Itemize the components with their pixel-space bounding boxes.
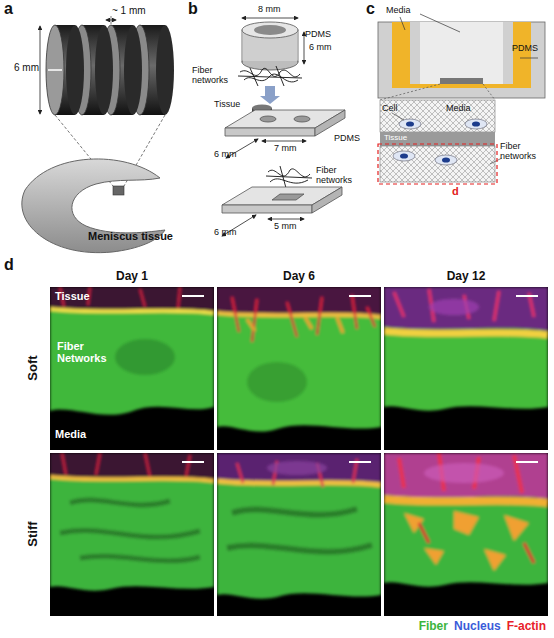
dimension-label: 5 mm [274, 222, 297, 232]
part-name: Cell [382, 104, 398, 114]
legend-swatch: Nucleus [454, 619, 501, 633]
legend: Fiber Nucleus F-actin [413, 619, 546, 633]
dimension-label: ~ 1 mm [112, 5, 146, 16]
dimension-label: 6 mm [309, 43, 332, 53]
part-name: PDMS [305, 30, 331, 40]
device-section [378, 14, 545, 100]
region-label: Tissue [55, 290, 90, 302]
panel-letter: d [4, 256, 14, 274]
dimension-label: 6 mm [214, 150, 237, 160]
fiber-scribble [266, 166, 312, 188]
panel-letter: b [188, 0, 198, 18]
cylinder-slices [40, 16, 174, 115]
pdms-slab [222, 187, 342, 236]
inset-layers [378, 100, 502, 184]
dimension-label: 6 mm [14, 62, 39, 73]
region-marker: d [452, 185, 459, 197]
region-label: Media [55, 428, 86, 440]
legend-swatch: Fiber [419, 619, 448, 633]
region-label: Fiber Networks [57, 340, 117, 364]
part-name: Tissue [384, 134, 407, 143]
micrograph-grid [50, 287, 548, 616]
part-name: Fiber networks [500, 142, 552, 162]
column-header: Day 6 [217, 270, 381, 283]
row-header: Stiff [26, 521, 40, 546]
part-name: PDMS [334, 134, 360, 144]
part-name: Media [386, 6, 411, 16]
row-header: Soft [26, 355, 40, 380]
legend-swatch: F-actin [507, 619, 546, 633]
column-header: Day 12 [384, 270, 548, 283]
flow-arrow [260, 86, 280, 104]
legend-text: F-actin [507, 619, 546, 633]
dimension-label: 7 mm [274, 144, 297, 154]
dimension-label: 8 mm [258, 5, 281, 15]
part-name: PDMS [512, 44, 538, 54]
part-name: Fiber networks [192, 66, 236, 86]
part-name: Tissue [214, 100, 240, 110]
part-name: Meniscus tissue [88, 230, 173, 242]
dimension-label: 6 mm [214, 228, 237, 238]
part-name: Fiber networks [316, 166, 364, 186]
legend-text: Nucleus [454, 619, 501, 633]
legend-text: Fiber [419, 619, 448, 633]
column-header: Day 1 [50, 270, 214, 283]
fiber-scribble [238, 66, 302, 86]
pdms-tube [242, 18, 304, 70]
pdms-slab [225, 110, 345, 158]
panel-letter: c [366, 0, 375, 18]
panel-letter: a [4, 0, 13, 18]
part-name: Media [446, 104, 471, 114]
